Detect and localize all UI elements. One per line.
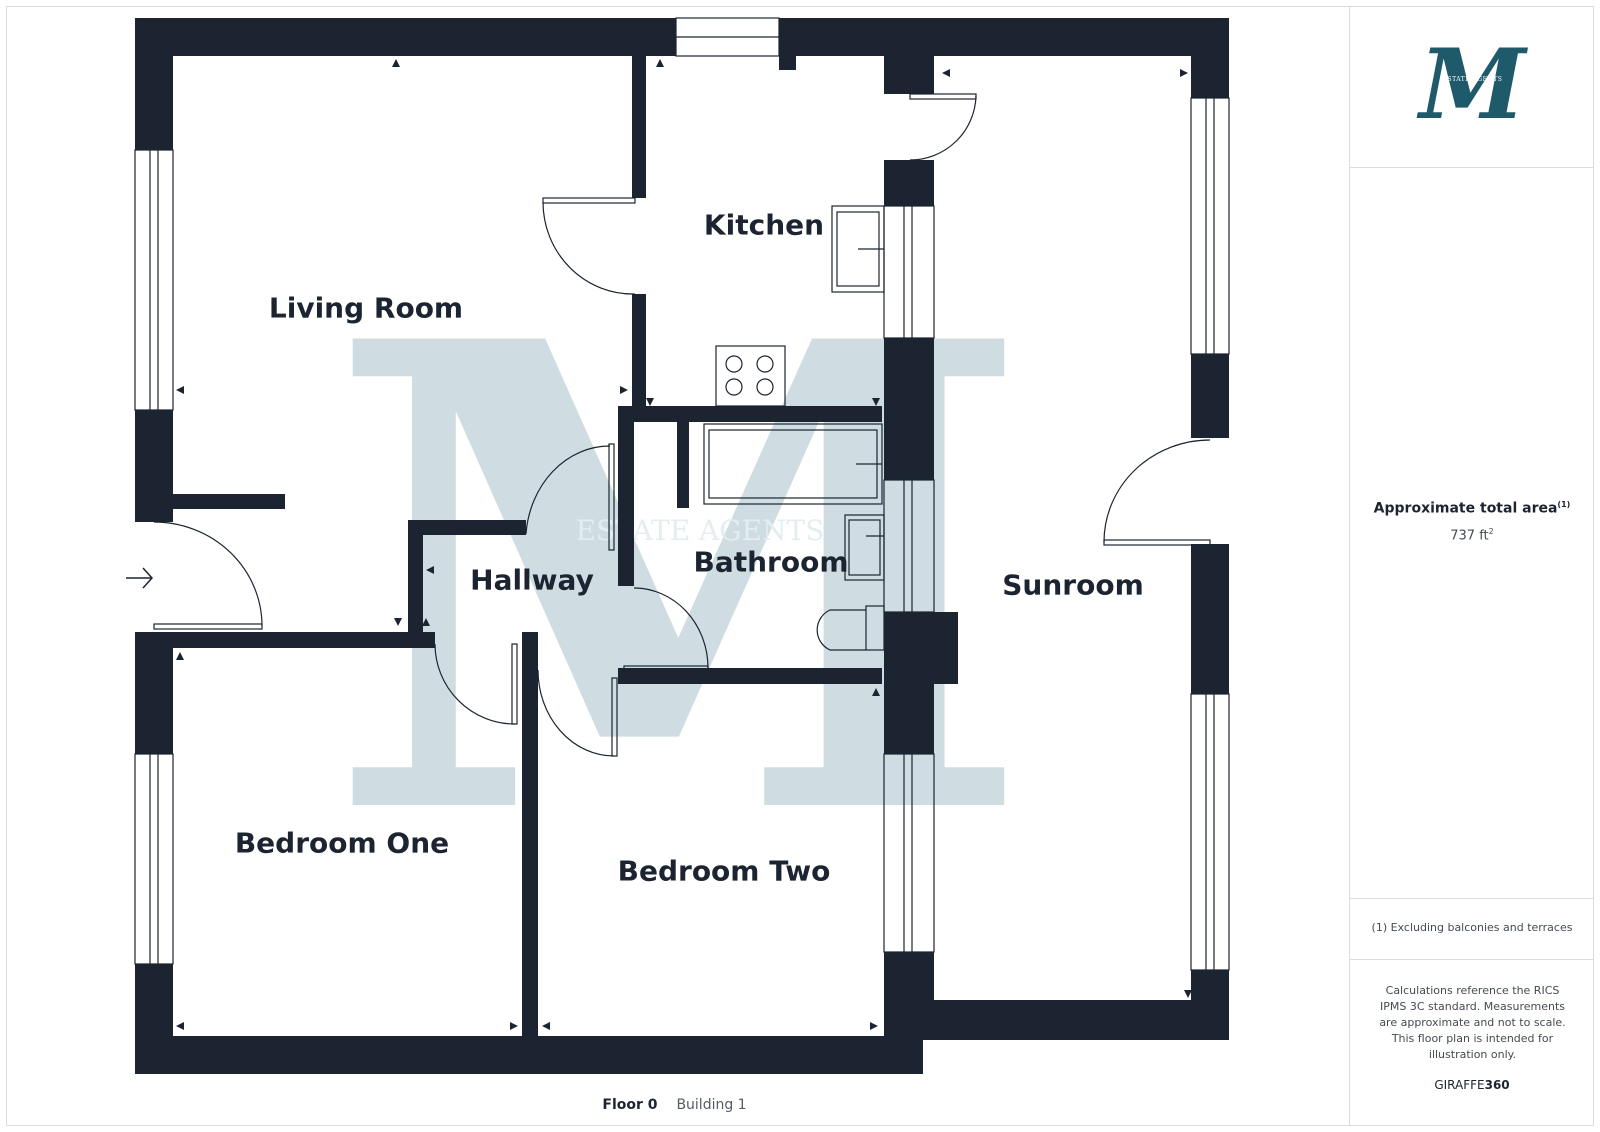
floor-caption: Floor 0 Building 1 (0, 1097, 1349, 1113)
watermark-tagline: ESTATE AGENTS (576, 514, 825, 547)
logo-tagline: ESTATE AGENTS (1442, 76, 1503, 83)
building-label: Building 1 (676, 1097, 747, 1113)
walls (135, 18, 1229, 1074)
area-title: Approximate total area (1373, 500, 1558, 517)
windows (134, 17, 1230, 971)
sidebar-divider (1350, 959, 1594, 960)
room-label-bathroom: Bathroom (693, 545, 849, 579)
sidebar-divider (1350, 167, 1594, 168)
info-sidebar: M ESTATE AGENTS Approximate total area(1… (1349, 6, 1594, 1126)
sink-icon (844, 514, 885, 581)
room-label-bedroom-one: Bedroom One (234, 826, 450, 860)
sink-icon (831, 205, 885, 293)
watermark-monogram: M (326, 204, 1034, 956)
disclaimer: Calculations reference the RICS IPMS 3C … (1379, 984, 1566, 1061)
room-label-hallway: Hallway (470, 563, 594, 597)
bathtub-icon (703, 423, 883, 505)
page-frame (6, 6, 1594, 1126)
area-unit: 2 (1488, 527, 1494, 536)
area-value: 737 ft (1450, 528, 1489, 544)
area-value-row: 737 ft2 (1350, 527, 1594, 543)
toilet-icon (816, 605, 885, 651)
dimension-markers (176, 59, 1192, 1030)
fixtures (703, 205, 885, 651)
room-label-sunroom: Sunroom (1002, 568, 1144, 602)
brand-light: GIRAFFE (1434, 1078, 1485, 1092)
doors (153, 93, 1211, 757)
agency-logo: M ESTATE AGENTS (1350, 28, 1595, 146)
area-footnote: (1) Excluding balconies and terraces (1371, 921, 1573, 934)
floor-plan: M ESTATE AGENTS (126, 17, 1230, 1074)
hob-icon (715, 345, 786, 407)
logo-monogram: M (1419, 28, 1526, 141)
floor-label: Floor 0 (602, 1097, 658, 1113)
watermark: M ESTATE AGENTS (326, 204, 1034, 956)
giraffe360-brand: GIRAFFE360 (1350, 1078, 1594, 1092)
sidebar-divider (1350, 898, 1594, 899)
room-label-kitchen: Kitchen (703, 208, 825, 242)
room-label-living-room: Living Room (268, 291, 464, 325)
room-label-bedroom-two: Bedroom Two (617, 854, 831, 888)
area-footnote-marker: (1) (1557, 500, 1571, 509)
brand-bold: 360 (1484, 1078, 1510, 1092)
entrance-arrow-icon (126, 567, 154, 589)
area-title-row: Approximate total area(1) (1350, 500, 1594, 517)
